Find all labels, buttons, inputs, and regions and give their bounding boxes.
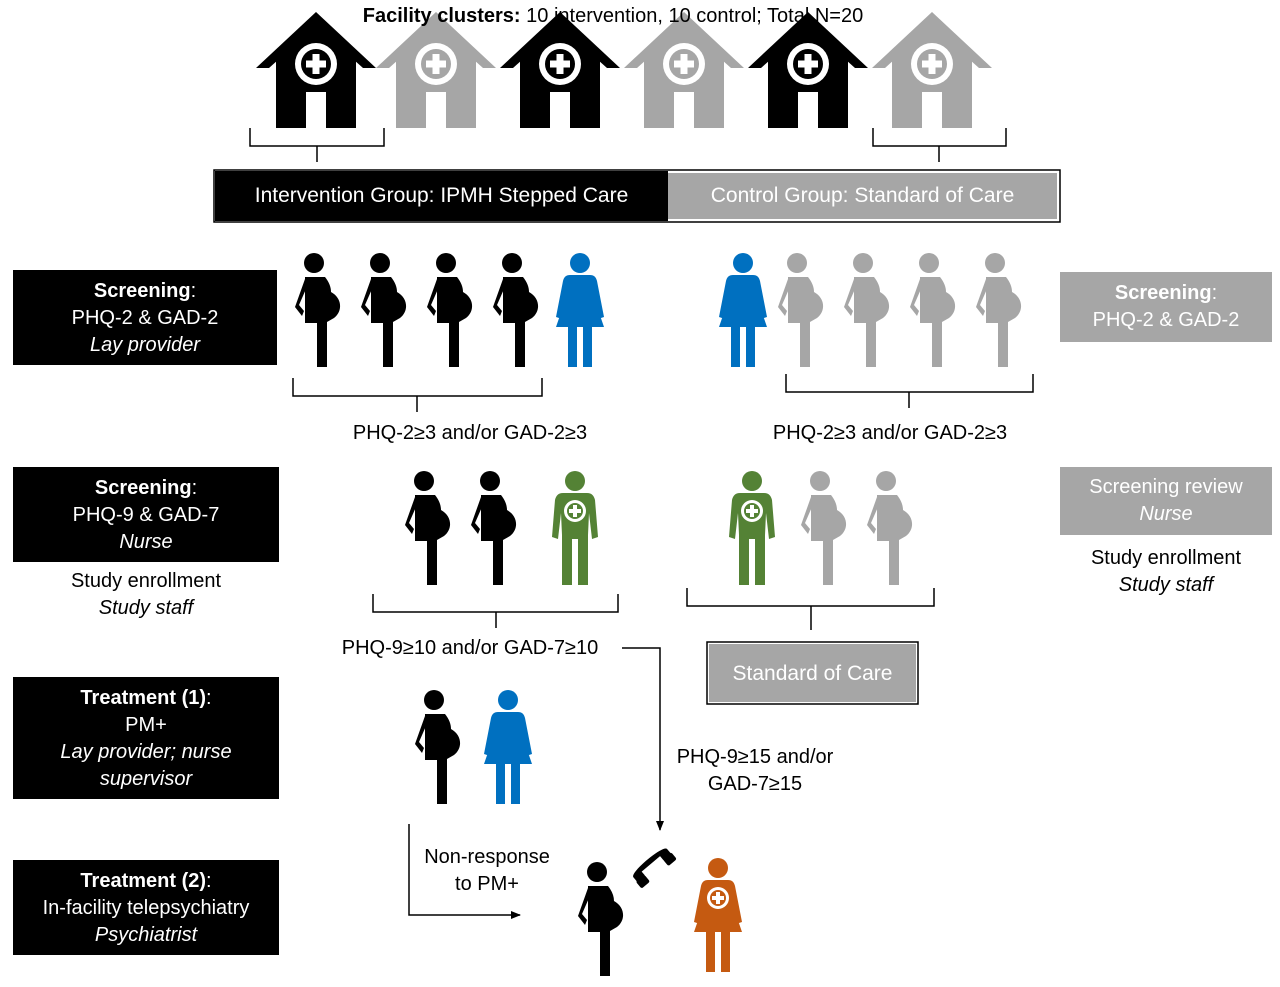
pregnant-woman-icon <box>361 253 407 367</box>
treatment1-supervisor: supervisor <box>99 768 193 790</box>
woman-icon <box>484 690 532 804</box>
threshold-phq15-line2: GAD-7≥15 <box>707 773 803 795</box>
screening-step2-tools: PHQ-9 & GAD-7 <box>72 504 220 526</box>
treatment2-label: Treatment (2): In-facility telepsychiatr… <box>13 860 279 955</box>
treatment1-intervention: PM+ <box>125 714 167 736</box>
woman-icon <box>719 253 767 367</box>
study-enrollment-left-staff: Study staff <box>98 597 194 619</box>
pregnant-woman-icon <box>405 471 451 585</box>
facility-house-control-icon <box>376 12 496 128</box>
medical-cross-icon <box>707 887 729 909</box>
header-text: 10 intervention, 10 control; Total N=20 <box>520 5 864 27</box>
pregnant-woman-icon <box>867 471 913 585</box>
header-prefix: Facility clusters: <box>362 5 521 27</box>
treatment1-colon: : <box>206 687 212 709</box>
non-response-arrow <box>408 824 521 919</box>
standard-of-care-bg <box>709 644 916 702</box>
study-enrollment-left-title: Study enrollment <box>70 570 222 592</box>
treatment1-label: Treatment (1): PM+ Lay provider; nurse s… <box>13 677 279 799</box>
screening-control-tools: PHQ-2 & GAD-2 <box>1092 309 1240 331</box>
non-response-line1: Non-response <box>424 846 550 868</box>
screening-step2-title: Screening <box>94 477 192 499</box>
facility-house-intervention-icon <box>748 12 868 128</box>
group-bar-intervention-bg <box>215 171 668 221</box>
medical-cross-icon <box>564 500 586 522</box>
woman-icon <box>556 253 604 367</box>
treatment1-title: Treatment (1) <box>80 687 207 709</box>
health-worker-icon <box>729 471 775 585</box>
study-enrollment-right-title: Study enrollment <box>1090 547 1242 569</box>
screening-review-provider: Nurse <box>1139 503 1193 525</box>
pregnant-woman-icon <box>910 253 956 367</box>
treatment2-title: Treatment (2) <box>80 870 207 892</box>
intervention-group-label: Intervention Group: IPMH Stepped Care <box>254 184 629 207</box>
treatment2-intervention: In-facility telepsychiatry <box>42 897 250 919</box>
screening-step2-provider: Nurse <box>119 531 173 553</box>
pregnant-woman-icon <box>578 862 624 976</box>
threshold-phq15-line1: PHQ-9≥15 and/or <box>676 746 834 768</box>
study-enrollment-right-staff: Study staff <box>1118 574 1214 596</box>
threshold-phq2-control: PHQ-2≥3 and/or GAD-2≥3 <box>772 422 1008 444</box>
bracket-row1-control <box>785 374 1034 408</box>
screening-step1-provider: Lay provider <box>89 334 201 356</box>
study-enrollment-right: Study enrollment Study staff <box>1060 545 1272 601</box>
facility-house-intervention-icon <box>500 12 620 128</box>
health-worker-icon <box>552 471 598 585</box>
treatment2-provider: Psychiatrist <box>94 924 198 946</box>
screening-step1-colon: : <box>190 280 197 302</box>
screening-control-label: Screening: PHQ-2 & GAD-2 <box>1060 272 1272 342</box>
screening-control-colon: : <box>1211 282 1218 304</box>
pregnant-woman-icon <box>976 253 1022 367</box>
facility-clusters-header: Facility clusters: 10 intervention, 10 c… <box>0 4 1226 28</box>
bracket-row1-intervention <box>292 378 543 412</box>
bracket-row2-intervention <box>372 594 619 628</box>
screening-step2-label: Screening: PHQ-9 & GAD-7 Nurse <box>13 467 279 562</box>
escalation-arrow <box>622 647 664 831</box>
pregnant-woman-icon <box>471 471 517 585</box>
bracket-control-facility <box>872 128 1007 162</box>
screening-step1-title: Screening <box>93 280 191 302</box>
treatment1-provider: Lay provider; nurse <box>60 741 232 763</box>
pregnant-woman-icon <box>778 253 824 367</box>
threshold-phq9: PHQ-9≥10 and/or GAD-7≥10 <box>341 637 599 659</box>
screening-review-title: Screening review <box>1089 476 1243 498</box>
pregnant-woman-icon <box>427 253 473 367</box>
medical-cross-icon <box>741 500 763 522</box>
pregnant-woman-icon <box>801 471 847 585</box>
screening-step1-tools: PHQ-2 & GAD-2 <box>71 307 219 329</box>
screening-step1-label: Screening: PHQ-2 & GAD-2 Lay provider <box>13 270 277 365</box>
pregnant-woman-icon <box>844 253 890 367</box>
bracket-row2-control <box>686 588 935 630</box>
group-bar-control-bg <box>668 173 1057 219</box>
study-enrollment-left: Study enrollment Study staff <box>13 568 279 624</box>
psychiatrist-icon <box>694 858 742 972</box>
facility-house-control-icon <box>872 12 992 128</box>
pregnant-woman-icon <box>493 253 539 367</box>
pregnant-woman-icon <box>415 690 461 804</box>
pregnant-woman-icon <box>295 253 341 367</box>
facility-house-control-icon <box>624 12 744 128</box>
phone-icon <box>633 848 677 888</box>
threshold-phq2-intervention: PHQ-2≥3 and/or GAD-2≥3 <box>352 422 588 444</box>
non-response-line2: to PM+ <box>455 873 519 895</box>
bracket-intervention-facility <box>249 128 385 162</box>
facility-house-intervention-icon <box>256 12 376 128</box>
screening-review-control-label: Screening review Nurse <box>1060 467 1272 535</box>
control-group-label: Control Group: Standard of Care <box>710 184 1015 207</box>
standard-of-care-label: Standard of Care <box>732 662 893 685</box>
treatment2-colon: : <box>206 870 212 892</box>
screening-control-title: Screening <box>1114 282 1212 304</box>
screening-step2-colon: : <box>191 477 198 499</box>
